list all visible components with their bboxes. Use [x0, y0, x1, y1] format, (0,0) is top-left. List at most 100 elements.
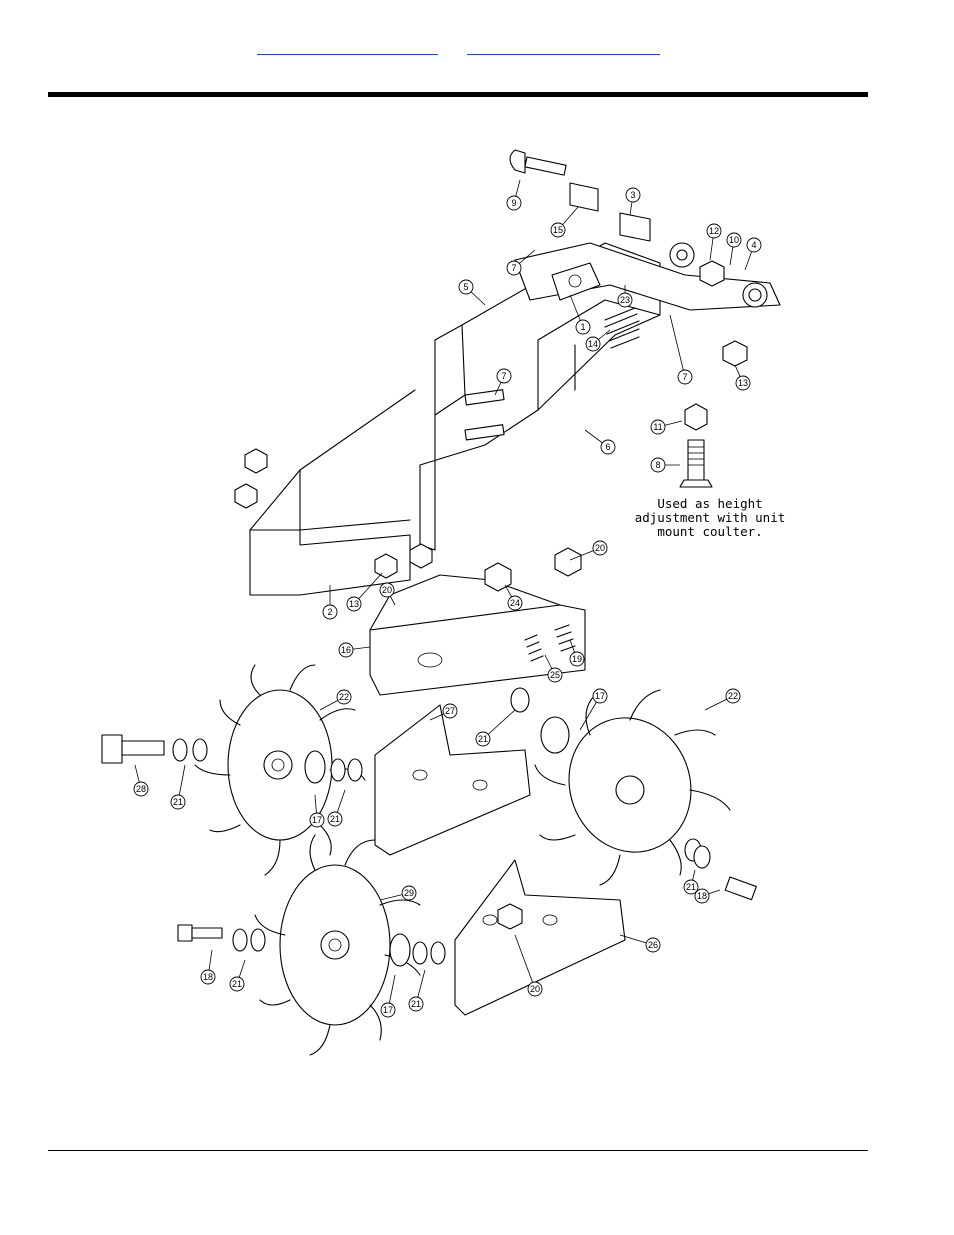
callout-c3: 3	[625, 187, 641, 216]
callout-bubble	[327, 811, 343, 827]
callout-number: 1	[580, 322, 585, 332]
callout-number: 7	[511, 263, 516, 273]
callout-number: 27	[445, 706, 455, 716]
callout-number: 20	[382, 585, 392, 595]
callout-number: 21	[232, 979, 242, 989]
callout-c25: 25	[544, 654, 563, 683]
callout-number: 3	[630, 190, 635, 200]
callout-leader	[669, 314, 686, 378]
callout-c11: 11	[650, 419, 683, 435]
callout-bubble	[725, 688, 741, 704]
note-line-3: mount coulter.	[657, 524, 763, 539]
callout-c8: 8	[650, 457, 680, 473]
callout-number: 18	[203, 972, 213, 982]
callout-number: 20	[530, 984, 540, 994]
callout-c22b: 22	[704, 688, 741, 711]
callout-c18b: 18	[200, 949, 216, 985]
callout-number: 16	[341, 645, 351, 655]
callout-bubble	[408, 996, 424, 1012]
callout-bubble	[547, 667, 563, 683]
callout-number: 26	[648, 940, 658, 950]
callout-c19: 19	[569, 639, 585, 667]
mount-bracket	[369, 547, 586, 696]
callout-number: 7	[501, 371, 506, 381]
callout-bubble	[746, 237, 762, 253]
callout-bubble	[200, 969, 216, 985]
callout-bubble	[683, 879, 699, 895]
callout-bubble	[600, 439, 616, 455]
callout-number: 18	[697, 891, 707, 901]
callout-number: 21	[686, 882, 696, 892]
callout-c4: 4	[744, 237, 762, 271]
callout-number: 10	[729, 235, 739, 245]
callout-bubble	[229, 976, 245, 992]
callout-number: 24	[510, 598, 520, 608]
callout-c2: 2	[322, 585, 338, 620]
callout-c5: 5	[458, 279, 486, 306]
callout-bubble	[650, 457, 666, 473]
callout-number: 21	[173, 797, 183, 807]
callout-bubble	[496, 368, 512, 384]
callout-number: 4	[751, 240, 756, 250]
callout-number: 22	[339, 692, 349, 702]
callout-bubble	[346, 596, 362, 612]
callout-bubble	[726, 232, 742, 248]
callout-number: 15	[553, 225, 563, 235]
callout-number: 23	[620, 295, 630, 305]
callout-number: 22	[728, 691, 738, 701]
callout-bubble	[650, 419, 666, 435]
callout-number: 5	[463, 282, 468, 292]
callout-bubble	[309, 812, 325, 828]
callout-c23: 23	[617, 285, 633, 308]
callout-c28: 28	[133, 764, 149, 797]
callout-number: 17	[595, 691, 605, 701]
callout-bubble	[401, 885, 417, 901]
callout-bubble	[645, 937, 661, 953]
callout-c20b: 20	[379, 582, 396, 606]
callout-number: 9	[511, 198, 516, 208]
callout-bubble	[336, 689, 352, 705]
height-adjust-note: Used as height adjustment with unit moun…	[615, 497, 805, 539]
callout-bubble	[133, 781, 149, 797]
callout-bubble	[527, 981, 543, 997]
callout-c20c: 20	[514, 934, 543, 997]
parts-diagram: 1234567778910111213131415161717171818192…	[101, 149, 781, 1056]
callout-bubble	[569, 651, 585, 667]
callout-number: 21	[330, 814, 340, 824]
callout-bubble	[735, 375, 751, 391]
callout-number: 29	[404, 888, 414, 898]
footer-rule	[48, 1150, 868, 1152]
callout-c7b: 7	[494, 368, 512, 396]
callout-c21a: 21	[170, 764, 186, 810]
callout-bubble	[170, 794, 186, 810]
callout-number: 19	[572, 654, 582, 664]
callout-leader	[514, 934, 536, 990]
callout-bubble	[506, 260, 522, 276]
callout-bubble	[507, 595, 523, 611]
header-link-left[interactable]	[257, 40, 438, 55]
header-link-right[interactable]	[467, 40, 660, 55]
callout-c13b: 13	[734, 364, 751, 391]
callout-number: 13	[738, 378, 748, 388]
callout-c26: 26	[619, 934, 661, 953]
row-cleaner-wheel-bottom	[254, 834, 421, 1056]
callout-bubble	[575, 319, 591, 335]
callout-bubble	[585, 336, 601, 352]
callout-c9: 9	[506, 179, 522, 211]
callout-number: 17	[312, 815, 322, 825]
callout-bubble	[322, 604, 338, 620]
callout-c21e: 21	[229, 959, 246, 992]
callout-bubble	[442, 703, 458, 719]
callout-number: 21	[411, 999, 421, 1009]
callout-c12: 12	[706, 223, 722, 261]
callout-number: 20	[595, 543, 605, 553]
callout-c27: 27	[429, 703, 458, 721]
callout-number: 25	[550, 670, 560, 680]
callout-c22a: 22	[319, 689, 352, 711]
callout-c20a: 20	[569, 540, 608, 561]
callout-number: 12	[709, 226, 719, 236]
callout-c17a: 17	[579, 688, 608, 731]
callout-c29: 29	[379, 885, 417, 901]
callout-bubble	[592, 540, 608, 556]
callout-c13a: 13	[346, 572, 383, 612]
